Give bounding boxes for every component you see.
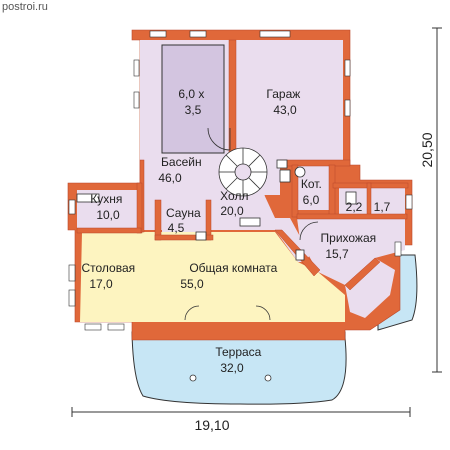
fixtures: [76, 159, 357, 261]
doors: [184, 127, 319, 321]
pool-bowl-label: 6,0 x 3,5: [178, 87, 207, 117]
pool-bowl: [161, 44, 225, 154]
pool-label: Басейн 46,0: [158, 155, 205, 185]
living-label: Общая комната 55,0: [180, 261, 280, 291]
kitchen-label: Кухня 10,0: [90, 192, 125, 222]
hall-label: Холл 20,0: [220, 189, 252, 218]
garage-floor: [236, 40, 343, 160]
room-labels: 6,0 x 3,5 Гараж 43,0 Басейн 46,0 Кухня 1…: [81, 87, 390, 375]
garage-label: Гараж 43,0: [266, 87, 303, 117]
entrance-floor: [297, 218, 405, 285]
living-floor: [80, 232, 345, 322]
width-dimension: 19,10: [194, 417, 229, 433]
vestibule-floor: [345, 258, 395, 318]
terrace-area: [131, 331, 347, 405]
dimension-lines: [71, 27, 442, 417]
sauna-label: Сауна 4,5: [166, 206, 204, 235]
windows: [68, 30, 413, 331]
height-dimension: 20,50: [419, 132, 435, 167]
closet-label: 1,7: [374, 200, 391, 214]
spiral-staircase: [218, 147, 268, 197]
site-watermark: postroi.ru: [2, 1, 48, 13]
terrace-label: Терраса 32,0: [215, 345, 264, 375]
dining-label: Столовая 17,0: [81, 261, 138, 291]
closet-floor: [371, 188, 405, 218]
wc-label: 2,2: [346, 200, 363, 214]
entrance-label: Прихожая 15,7: [321, 231, 380, 261]
floors: [77, 40, 405, 322]
boiler-label: Кот. 6,0: [301, 177, 325, 207]
